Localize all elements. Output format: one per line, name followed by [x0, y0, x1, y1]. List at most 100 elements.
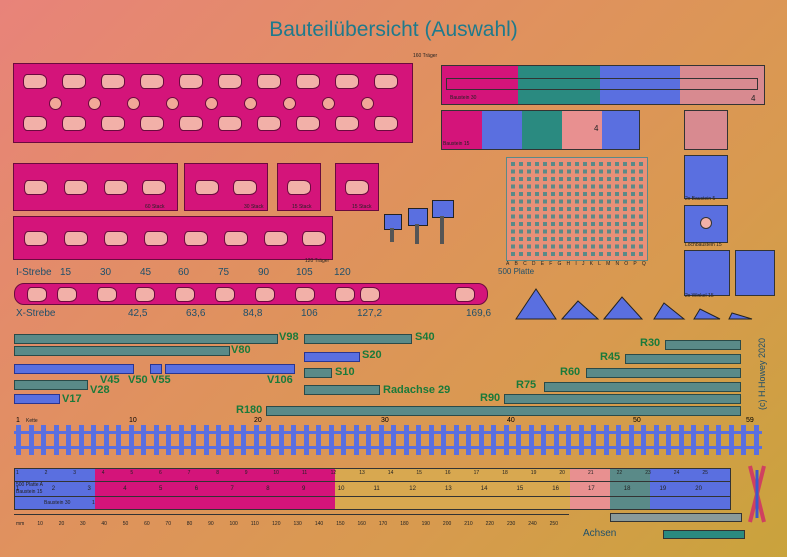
- ruler-number: 17: [588, 486, 595, 492]
- baustein-30[interactable]: [441, 65, 765, 105]
- track-tie: [716, 425, 721, 455]
- track-tie: [91, 425, 96, 455]
- axle-v80-label: V80: [231, 344, 251, 356]
- ruler-number: 25: [702, 470, 708, 476]
- ruler-number: 11: [373, 486, 380, 492]
- stack-30[interactable]: [184, 163, 268, 211]
- axle-v98[interactable]: [14, 334, 278, 344]
- ruler-number: 18: [623, 486, 631, 492]
- axle-r75-label: R75: [516, 379, 537, 391]
- traeger-120-label: 120 Träger: [305, 258, 330, 264]
- axle-v106[interactable]: [165, 364, 295, 374]
- axle-v17[interactable]: [14, 394, 60, 404]
- traeger-160[interactable]: [13, 63, 413, 143]
- plate-letter: I: [575, 261, 577, 267]
- cross-link[interactable]: [742, 462, 772, 527]
- ruler-number: 6: [194, 486, 199, 492]
- ruler-number: 8: [216, 470, 219, 476]
- plate-letter: K: [589, 261, 593, 267]
- ruler-number: 4: [101, 470, 105, 476]
- track-tie: [428, 425, 434, 455]
- track-tie: [228, 425, 234, 455]
- ruler-number: 15: [516, 486, 524, 492]
- plate-letter: P: [633, 261, 637, 267]
- ruler-number: 1: [16, 486, 20, 492]
- track-tie: [491, 425, 496, 455]
- lochbaustein[interactable]: [684, 205, 728, 243]
- triangle-parts[interactable]: [514, 283, 779, 323]
- track-tie: [728, 425, 734, 455]
- axle-v50-label: V50: [128, 374, 148, 386]
- ruler-number: 50: [122, 521, 129, 527]
- baustein-5b[interactable]: [684, 155, 728, 199]
- track-tie: [353, 425, 359, 455]
- ruler-number: 160: [357, 521, 366, 527]
- platte-500[interactable]: [506, 157, 648, 261]
- track-tie: [453, 425, 459, 455]
- axle-s20[interactable]: [304, 352, 360, 362]
- track-tie: [378, 425, 384, 455]
- axle-v28[interactable]: [14, 380, 88, 390]
- axle-r90[interactable]: [504, 394, 741, 404]
- ruler-number: 3: [87, 486, 91, 492]
- strebe-bar[interactable]: [14, 283, 488, 305]
- track-tie: [16, 425, 21, 455]
- axle-v80[interactable]: [14, 346, 230, 356]
- track-tie: [641, 425, 646, 455]
- ruler-number: 60: [144, 521, 150, 527]
- ruler-number: 30: [80, 521, 86, 527]
- ruler-number: 10: [273, 470, 279, 476]
- baustein-30-number: 4: [751, 94, 756, 103]
- axle-r60[interactable]: [586, 368, 741, 378]
- traeger-120[interactable]: [13, 216, 333, 260]
- plate-grid: [511, 162, 643, 256]
- stack-15b[interactable]: [335, 163, 379, 211]
- axle-s10[interactable]: [304, 368, 332, 378]
- baustein-15[interactable]: [441, 110, 640, 150]
- axle-s10-label: S10: [335, 366, 355, 378]
- ruler-block[interactable]: [14, 468, 731, 510]
- achse-bar-2[interactable]: [663, 530, 745, 539]
- track-tie: [41, 425, 46, 455]
- ruler-number: 16: [552, 486, 559, 492]
- axle-r45[interactable]: [625, 354, 741, 364]
- ruler-number: 23: [645, 470, 651, 476]
- baustein-5[interactable]: [684, 110, 728, 150]
- ruler-number: 19: [530, 470, 537, 476]
- ruler-number: 7: [230, 486, 234, 492]
- verbinder-group[interactable]: [380, 200, 460, 250]
- ruler-platte-label2: Baustein 15: [16, 489, 43, 495]
- track-kette[interactable]: [14, 425, 762, 455]
- ruler-number: 250: [549, 521, 558, 527]
- track-tie: [753, 425, 759, 455]
- ruler-number: 2: [44, 470, 48, 476]
- axle-r75[interactable]: [544, 382, 741, 392]
- winkel-b[interactable]: [735, 250, 775, 296]
- plate-letter: B: [514, 261, 518, 267]
- ruler-number: 180: [400, 521, 409, 527]
- ruler-number: 230: [506, 521, 516, 527]
- ruler-number: 20: [559, 470, 565, 476]
- axle-r30[interactable]: [665, 340, 741, 350]
- winkel[interactable]: [684, 250, 730, 296]
- axle-v45[interactable]: [14, 364, 134, 374]
- track-tie: [591, 425, 596, 455]
- axle-v55-label: V55: [151, 374, 171, 386]
- axle-r180[interactable]: [266, 406, 741, 416]
- ruler-number: 2: [51, 486, 56, 492]
- axle-s40[interactable]: [304, 334, 412, 344]
- axle-v55[interactable]: [150, 364, 162, 374]
- track-tie: [78, 425, 84, 455]
- track-tie: [466, 425, 471, 455]
- ruler-number: 40: [101, 521, 107, 527]
- track-tie: [503, 425, 509, 455]
- axle-radachse[interactable]: [304, 385, 380, 395]
- stack-15a[interactable]: [277, 163, 321, 211]
- achse-bar-1[interactable]: [610, 513, 742, 522]
- ruler-number: 16: [445, 470, 451, 476]
- ruler-number: 9: [302, 486, 306, 492]
- stack-60[interactable]: [13, 163, 178, 211]
- ruler-number: 5: [130, 470, 134, 476]
